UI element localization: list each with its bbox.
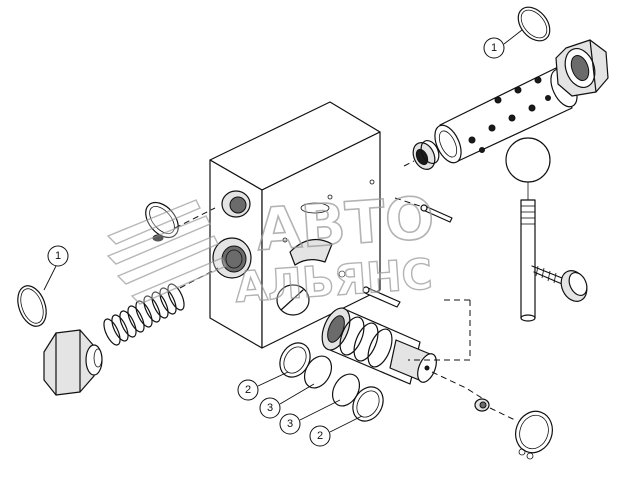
callout-label: 2 bbox=[245, 384, 251, 396]
left-hex-plug bbox=[43, 329, 103, 396]
small-valve-seat bbox=[412, 140, 440, 170]
o-ring-right bbox=[331, 373, 361, 407]
small-nut bbox=[474, 398, 490, 412]
ball bbox=[505, 137, 551, 183]
axis-line-upper-left bbox=[174, 207, 216, 229]
callout-label: 3 bbox=[267, 402, 273, 414]
roll-pin-lower bbox=[362, 286, 401, 308]
small-ball bbox=[338, 270, 346, 278]
circlip bbox=[515, 410, 553, 460]
callout-label: 1 bbox=[55, 250, 61, 262]
upper-o-ring bbox=[517, 6, 551, 42]
axis-line-pin bbox=[394, 197, 421, 207]
callout-label: 2 bbox=[317, 430, 323, 442]
backup-ring-right bbox=[352, 386, 384, 422]
watermark-logo bbox=[106, 199, 227, 305]
spring bbox=[103, 283, 185, 346]
axis-line-right bbox=[408, 300, 471, 361]
knurled-screw bbox=[531, 265, 588, 302]
axis-line-sleeve bbox=[403, 160, 415, 167]
watermark-line1: АВТО bbox=[254, 184, 436, 264]
o-ring-left bbox=[303, 355, 333, 389]
roll-pin-upper bbox=[420, 204, 453, 223]
axis-line-spool bbox=[431, 371, 486, 401]
axis-line-circlip bbox=[489, 407, 516, 421]
callout-1-left: 1 bbox=[43, 245, 69, 291]
callout-3-left: 3 bbox=[259, 383, 315, 419]
callout-label: 3 bbox=[287, 418, 293, 430]
valve-body-block bbox=[209, 101, 381, 349]
callout-1-top: 1 bbox=[483, 29, 523, 59]
rod bbox=[520, 199, 536, 322]
upper-hex-nut bbox=[555, 39, 609, 97]
left-o-ring bbox=[17, 285, 47, 327]
spool-cartridge bbox=[321, 307, 437, 385]
callout-2-left: 2 bbox=[237, 371, 289, 401]
callout-label: 1 bbox=[491, 42, 497, 54]
callout-2-right: 2 bbox=[309, 415, 363, 447]
callout-3-right: 3 bbox=[279, 399, 341, 435]
